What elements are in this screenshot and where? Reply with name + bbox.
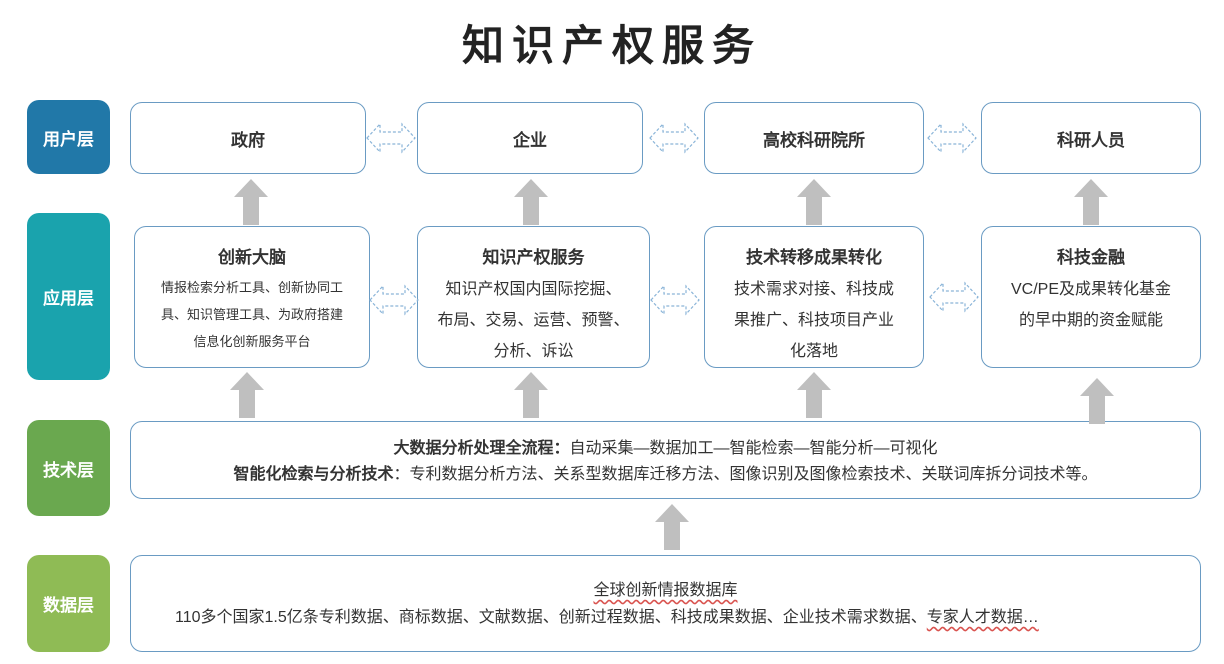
user-box-government: 政府 [130, 102, 366, 174]
app-box-desc-line: 具、知识管理工具、为政府搭建 [160, 307, 343, 322]
layer-tab-app: 应用层 [27, 213, 110, 380]
up-arrow-icon [1080, 378, 1114, 424]
up-arrow-icon [797, 372, 831, 418]
tech-line-2-bold: 智能化检索与分析技术 [233, 466, 394, 483]
data-box-desc: 110多个国家1.5亿条专利数据、商标数据、文献数据、创新过程数据、科技成果数据… [131, 604, 1200, 632]
tech-line-2: 智能化检索与分析技术：专利数据分析方法、关系型数据库迁移方法、图像识别及图像检索… [131, 462, 1200, 488]
layer-tab-data: 数据层 [27, 555, 110, 652]
data-box: 全球创新情报数据库 110多个国家1.5亿条专利数据、商标数据、文献数据、创新过… [130, 555, 1201, 652]
app-box-title: 技术转移成果转化 [746, 248, 882, 267]
layer-tab-user: 用户层 [27, 100, 110, 174]
layer-tab-tech: 技术层 [27, 420, 110, 516]
user-box-researchers: 科研人员 [981, 102, 1201, 174]
up-arrow-icon [514, 372, 548, 418]
double-arrow-icon [369, 284, 419, 316]
app-box-desc-line: 知识产权国内国际挖掘、 [445, 281, 622, 298]
up-arrow-icon [1074, 179, 1108, 225]
tech-box: 大数据分析处理全流程：自动采集—数据加工—智能检索—智能分析—可视化 智能化检索… [130, 421, 1201, 499]
app-box-desc-line: 的早中期的资金赋能 [1018, 312, 1163, 329]
user-box-universities: 高校科研院所 [704, 102, 924, 174]
page-title: 知识产权服务 [461, 22, 762, 69]
user-box-enterprise: 企业 [417, 102, 643, 174]
app-box-ip-service: 知识产权服务 知识产权国内国际挖掘、 布局、交易、运营、预警、 分析、诉讼 [417, 226, 650, 368]
double-arrow-icon [929, 281, 979, 313]
app-box-innovation-brain: 创新大脑 情报检索分析工具、创新协同工 具、知识管理工具、为政府搭建 信息化创新… [134, 226, 370, 368]
up-arrow-icon [514, 179, 548, 225]
app-box-desc-line: 果推广、科技项目产业 [733, 312, 894, 329]
tech-line-1-bold: 大数据分析处理全流程： [393, 440, 570, 457]
tech-line-1: 大数据分析处理全流程：自动采集—数据加工—智能检索—智能分析—可视化 [131, 436, 1200, 462]
tech-line-2-text: ：专利数据分析方法、关系型数据库迁移方法、图像识别及图像检索技术、关联词库拆分词… [393, 466, 1098, 483]
double-arrow-icon [649, 122, 699, 154]
app-box-desc-line: 信息化创新服务平台 [193, 334, 311, 349]
app-box-desc-line: 情报检索分析工具、创新协同工 [160, 280, 343, 295]
up-arrow-icon [655, 504, 689, 550]
app-box-title: 创新大脑 [218, 248, 286, 267]
up-arrow-icon [230, 372, 264, 418]
data-box-desc-tail: 专家人才数据… [926, 609, 1039, 626]
app-box-title: 科技金融 [1057, 248, 1125, 267]
double-arrow-icon [650, 284, 700, 316]
data-box-title: 全球创新情报数据库 [593, 582, 738, 599]
double-arrow-icon [927, 122, 977, 154]
tech-line-1-text: 自动采集—数据加工—智能检索—智能分析—可视化 [569, 440, 938, 457]
up-arrow-icon [797, 179, 831, 225]
app-box-desc-line: VC/PE及成果转化基金 [1010, 281, 1172, 298]
app-box-tech-finance: 科技金融 VC/PE及成果转化基金 的早中期的资金赋能 [981, 226, 1201, 368]
double-arrow-icon [366, 122, 416, 154]
app-box-title: 知识产权服务 [482, 248, 585, 267]
app-box-desc-line: 分析、诉讼 [493, 343, 574, 360]
app-box-tech-transfer: 技术转移成果转化 技术需求对接、科技成 果推广、科技项目产业 化落地 [704, 226, 924, 368]
app-box-desc-line: 化落地 [789, 343, 838, 360]
app-box-desc-line: 布局、交易、运营、预警、 [437, 312, 630, 329]
up-arrow-icon [234, 179, 268, 225]
data-box-desc-main: 110多个国家1.5亿条专利数据、商标数据、文献数据、创新过程数据、科技成果数据… [175, 609, 927, 626]
app-box-desc-line: 技术需求对接、科技成 [733, 281, 894, 298]
